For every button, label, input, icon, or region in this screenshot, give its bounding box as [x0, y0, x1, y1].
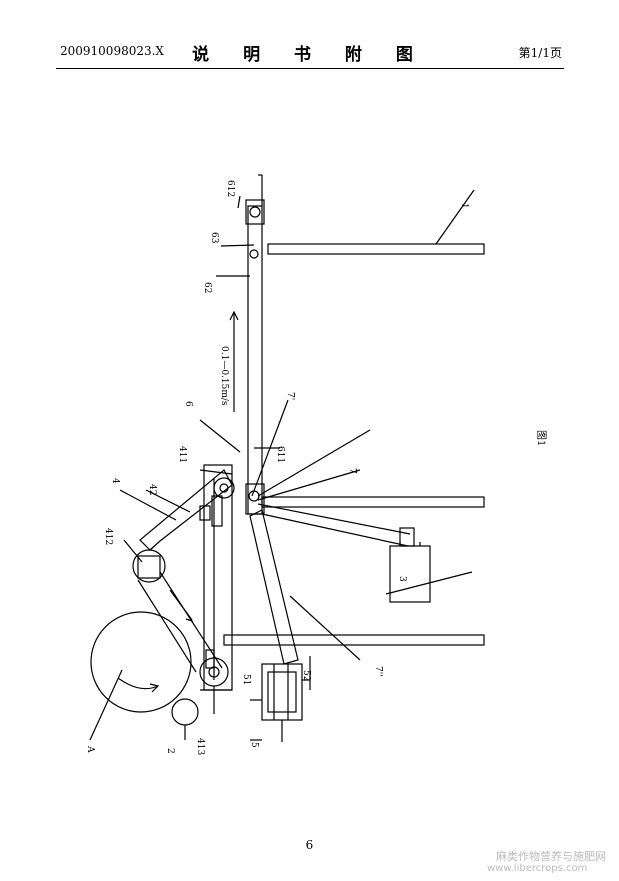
label-7: 7	[347, 468, 357, 474]
label-7pp: 7''	[373, 666, 383, 677]
label-51: 51	[241, 674, 251, 685]
speed-annotation: 0.1—0.15m/s	[219, 346, 229, 406]
header-rule	[56, 68, 564, 69]
motor-3	[389, 545, 431, 603]
roller-411	[213, 477, 235, 499]
page-number: 6	[305, 838, 314, 852]
label-412: 412	[103, 528, 113, 545]
label-52: 52	[301, 670, 311, 681]
roller-612	[249, 206, 261, 218]
application-number: 200910098023.X	[60, 44, 164, 58]
label-42: 42	[147, 484, 157, 495]
bracket-612	[245, 199, 265, 225]
label-62: 62	[202, 282, 212, 293]
label-4: 4	[110, 478, 120, 484]
pivot-63	[249, 249, 259, 259]
label-1: 1	[459, 203, 469, 209]
frame-leg-middle	[261, 496, 485, 508]
label-411: 411	[177, 446, 187, 463]
label-7p: 7'	[285, 392, 295, 400]
bale-roll-A	[90, 611, 192, 713]
label-2: 2	[165, 748, 175, 754]
roller-412	[132, 549, 166, 583]
lower-frame	[203, 464, 233, 691]
arm-42	[139, 469, 233, 551]
label-63: 63	[209, 232, 219, 244]
figure-caption: 图1	[535, 430, 547, 446]
label-3: 3	[397, 576, 407, 582]
watermark-url: www.libercrops.com	[487, 863, 588, 874]
label-413: 413	[195, 738, 205, 755]
document-title: 说 明 书 附 图	[192, 45, 427, 65]
watermark-text: 麻类作物营养与施肥网	[496, 850, 606, 863]
roller-2	[171, 698, 199, 726]
page-indicator: 第1/1页	[518, 46, 562, 60]
label-612: 612	[225, 180, 235, 197]
arm-7	[249, 509, 299, 665]
label-A: A	[85, 745, 95, 753]
frame-leg-right	[267, 243, 485, 255]
label-611: 611	[275, 446, 285, 463]
frame-leg-left	[223, 634, 485, 646]
label-6: 6	[183, 401, 193, 407]
label-5: 5	[249, 742, 259, 748]
part-labels: 1 612 63 62 0.1—0.15m/s 6 7' 411 611 7 4…	[85, 180, 547, 755]
roller-611	[248, 490, 260, 502]
